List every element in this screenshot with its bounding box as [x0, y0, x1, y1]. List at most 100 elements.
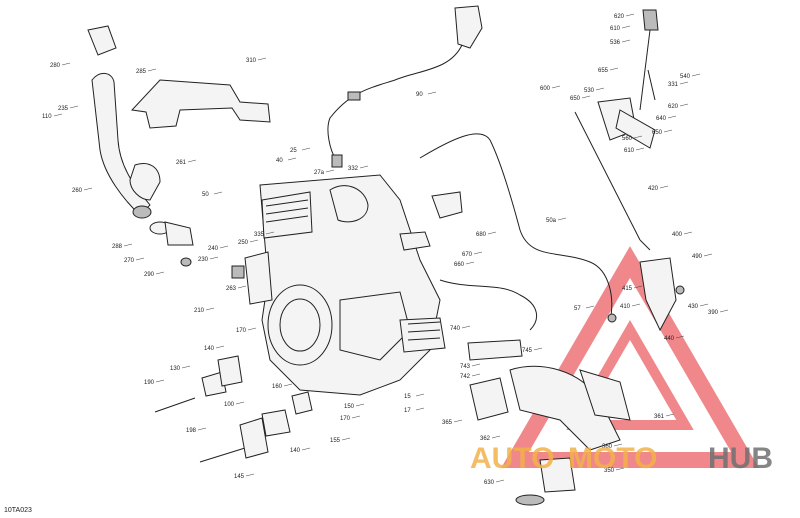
callout-label: 680: [476, 232, 487, 238]
callout-leader: [341, 437, 351, 441]
callout-leader: [675, 335, 685, 339]
callout-leader: [213, 191, 223, 195]
callout-label: 150: [344, 404, 355, 410]
callout-label: 235: [58, 106, 69, 112]
callout-leader: [703, 253, 713, 257]
callout-leader: [359, 165, 369, 169]
callout-label: 40: [276, 158, 283, 164]
callout-leader: [491, 435, 501, 439]
callout-label: 660: [454, 262, 465, 268]
callout-leader: [83, 187, 93, 191]
callout-leader: [155, 271, 165, 275]
callout-leader: [155, 379, 165, 383]
callout-label: 190: [144, 380, 155, 386]
shift-lever: [574, 9, 659, 251]
callout-label: 390: [708, 310, 719, 316]
callout-label: 310: [246, 58, 257, 64]
callout-label: 365: [442, 420, 453, 426]
callout-label: 57: [574, 306, 581, 312]
callout-leader: [237, 285, 247, 289]
callout-leader: [53, 113, 63, 117]
watermark-hub: HUB: [708, 442, 773, 475]
callout-label: 655: [598, 68, 609, 74]
callout-leader: [621, 39, 631, 43]
callout-label: 362: [480, 436, 491, 442]
cvt-air-ducts: [469, 365, 631, 506]
callout-label: 288: [112, 244, 123, 250]
callout-leader: [621, 25, 631, 29]
callout-leader: [679, 81, 689, 85]
callout-leader: [355, 403, 365, 407]
callout-leader: [495, 479, 505, 483]
callout-leader: [609, 67, 619, 71]
callout-leader: [465, 261, 475, 265]
callout-leader: [415, 407, 425, 411]
callout-label: 210: [194, 308, 205, 314]
callout-label: 440: [664, 336, 675, 342]
callout-leader: [473, 251, 483, 255]
callout-label: 25: [290, 148, 297, 154]
callout-leader: [683, 231, 693, 235]
callout-label: 198: [186, 428, 197, 434]
callout-leader: [679, 103, 689, 107]
callout-label: 100: [224, 402, 235, 408]
callout-leader: [625, 13, 635, 17]
callout-leader: [197, 427, 207, 431]
callout-leader: [209, 256, 219, 260]
callout-label: 490: [692, 254, 703, 260]
callout-leader: [219, 245, 229, 249]
callout-leader: [691, 73, 701, 77]
callout-label: 335: [254, 232, 265, 238]
callout-label: 110: [42, 114, 52, 120]
callout-label: 350: [604, 468, 615, 474]
callout-label: 650: [570, 96, 581, 102]
callout-label: 610: [624, 148, 635, 154]
callout-label: 160: [272, 384, 283, 390]
callout-leader: [471, 373, 481, 377]
callout-label: 240: [208, 246, 219, 252]
callout-label: 742: [460, 374, 471, 380]
callout-label: 90: [416, 92, 423, 98]
callout-label: 155: [330, 438, 341, 444]
callout-label: 560: [622, 136, 633, 142]
callout-leader: [633, 135, 643, 139]
callout-label: 650: [652, 130, 663, 136]
callout-leader: [147, 68, 157, 72]
callout-leader: [287, 157, 297, 161]
callout-label: 260: [72, 188, 83, 194]
callout-leader: [235, 401, 245, 405]
callout-leader: [135, 257, 145, 261]
callout-leader: [635, 147, 645, 151]
callout-label: 400: [672, 232, 683, 238]
watermark-moto: MOTO: [568, 442, 657, 475]
hose-cable: [419, 133, 613, 331]
callout-label: 430: [688, 304, 699, 310]
callout-leader: [283, 383, 293, 387]
callout-label: 290: [144, 272, 155, 278]
callout-leader: [615, 467, 625, 471]
callouts: 280285310235110260261288270290402527a332…: [42, 13, 729, 486]
engine-assembly: [259, 174, 446, 396]
callout-leader: [69, 105, 79, 109]
callout-leader: [325, 169, 335, 173]
callout-leader: [427, 91, 437, 95]
callout-leader: [699, 303, 709, 307]
callout-label: 420: [648, 186, 659, 192]
callout-label: 17: [404, 408, 411, 414]
callout-label: 360: [602, 444, 613, 450]
callout-leader: [631, 303, 641, 307]
mounting-hardware-left: [154, 251, 313, 463]
callout-label: 170: [340, 416, 351, 422]
callout-leader: [245, 473, 255, 477]
callout-leader: [453, 419, 463, 423]
callout-label: 600: [540, 86, 551, 92]
callout-leader: [257, 57, 267, 61]
callout-leader: [667, 115, 677, 119]
callout-leader: [487, 231, 497, 235]
callout-label: 620: [614, 14, 625, 20]
callout-leader: [659, 185, 669, 189]
callout-leader: [249, 239, 259, 243]
callout-label: 670: [462, 252, 473, 258]
wiring-harness: [327, 5, 483, 168]
